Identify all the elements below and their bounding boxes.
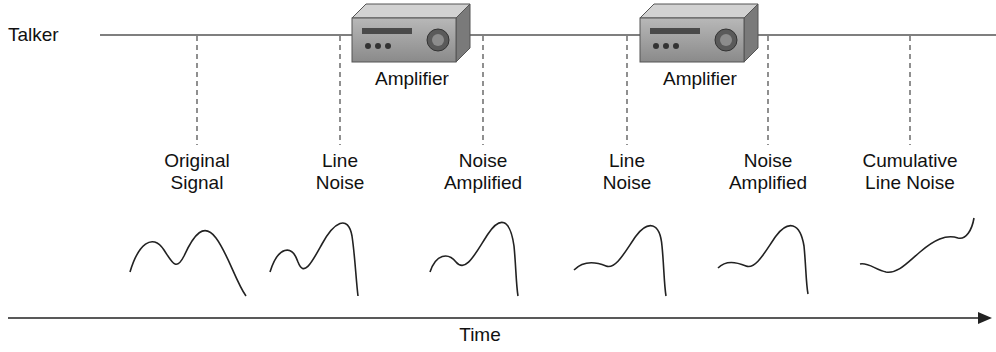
device-label: Amplifier (352, 68, 472, 90)
stage-label: Line Noise (305, 150, 375, 194)
stage-label: Line Noise (592, 150, 662, 194)
line-name: Talker (8, 24, 59, 46)
stage-label: Cumulative Line Noise (851, 150, 969, 194)
waveforms (130, 218, 974, 296)
time-axis (8, 317, 982, 319)
amplifier-icon (640, 4, 758, 62)
device-label: Amplifier (640, 68, 760, 90)
amplifier-icon (352, 4, 470, 62)
time-arrowhead (978, 312, 992, 324)
axis-label: Time (440, 324, 520, 346)
stage-label: Noise Amplified (718, 150, 818, 194)
dashed-leaders (197, 36, 910, 145)
stage-label: Noise Amplified (433, 150, 533, 194)
stage-label: Original Signal (147, 150, 247, 194)
talker-line (100, 34, 996, 36)
